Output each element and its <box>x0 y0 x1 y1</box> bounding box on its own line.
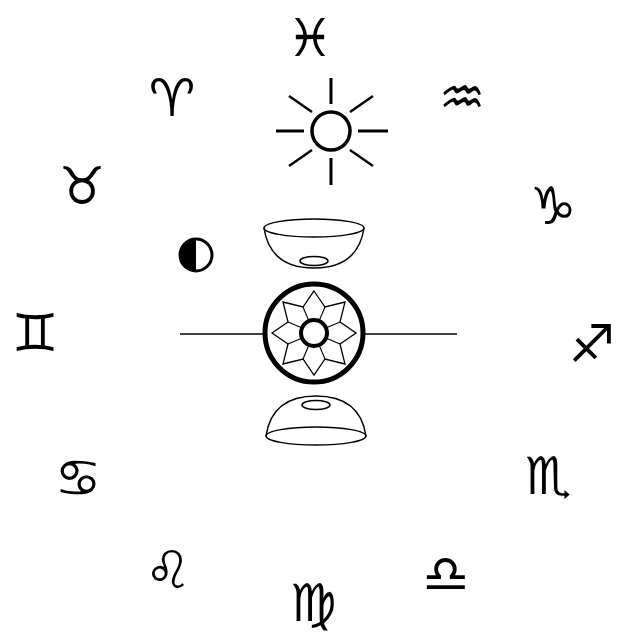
zodiac-sign: ♈ <box>149 72 196 124</box>
zodiac-sign: ♋ <box>55 452 102 504</box>
zodiac-sign: ♎ <box>423 548 470 600</box>
zodiac-sign: ♒ <box>439 71 486 123</box>
zodiac-sign: ♊ <box>12 307 59 359</box>
moon-symbol <box>180 239 212 271</box>
zodiac-sign: ♍ <box>290 577 337 629</box>
sun-symbol <box>276 78 388 185</box>
zodiac-sign: ♏ <box>525 450 572 502</box>
zodiac-sign: ♐ <box>569 318 616 370</box>
zodiac-sign: ♌ <box>145 544 192 596</box>
upper-bowl <box>264 219 364 268</box>
star-disc <box>265 284 363 382</box>
zodiac-sign: ♑ <box>530 180 577 232</box>
lower-dome <box>266 396 366 445</box>
zodiac-sign: ♉ <box>59 160 106 212</box>
zodiac-sign: ♓ <box>287 12 334 64</box>
